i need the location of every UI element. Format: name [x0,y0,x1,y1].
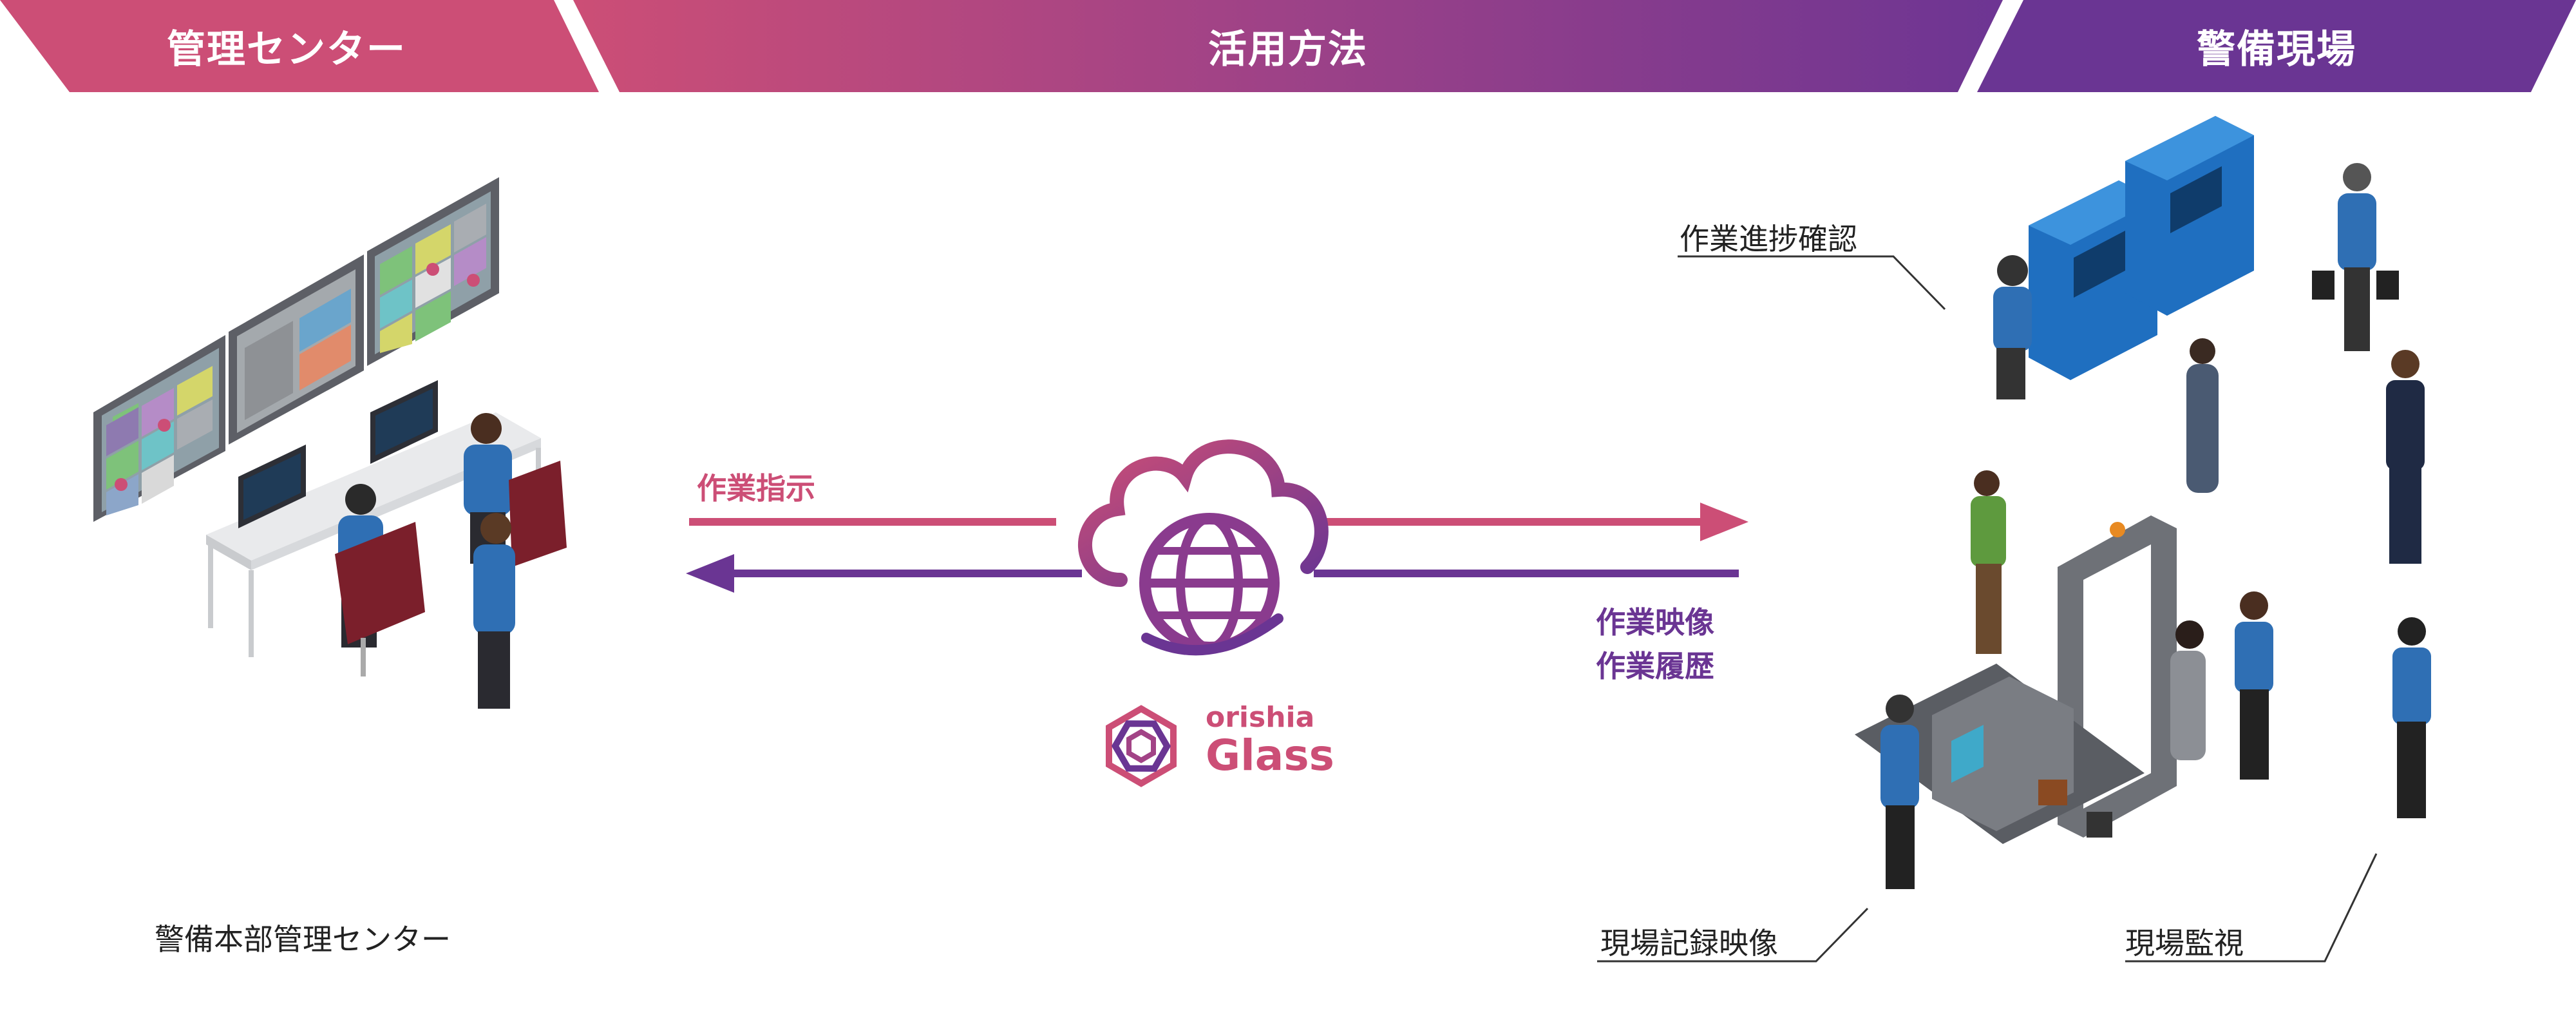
security-gate-illustration [1855,515,2431,889]
callout-leaders [1597,255,2378,963]
logo-line-orishia: orishia [1206,701,1315,734]
header-middle-title: 活用方法 [1208,27,1368,72]
monitor-wall-center [229,254,364,445]
label-work-instruction: 作業指示 [697,471,815,506]
header-band-control-center: 管理センター [0,0,599,92]
label-work-progress: 作業進捗確認 [1680,222,1857,256]
header-band-security-site: 警備現場 [1977,0,2576,92]
atm-maintenance-illustration [1993,116,2399,399]
chair-1 [335,522,425,676]
desk-monitors [238,380,438,528]
header-band-usage: 活用方法 [573,0,2003,92]
pedestrians [1971,338,2425,654]
label-work-history: 作業履歴 [1596,649,1714,684]
supervisor [473,513,515,709]
label-work-video: 作業映像 [1596,605,1714,640]
chair-2 [509,461,567,567]
instruction-arrow [689,503,1748,541]
cloud-globe-icon [1078,439,1329,656]
control-room-illustration [93,177,567,709]
orishia-logo-icon [1106,705,1177,787]
header-right-title: 警備現場 [2197,27,2356,72]
label-hq-control-center: 警備本部管理センター [155,922,451,957]
label-site-monitoring: 現場監視 [2125,926,2244,961]
label-site-recording: 現場記録映像 [1600,926,1778,961]
logo-wordmark: orishia Glass [1206,704,1334,777]
video-history-arrow [686,554,1739,593]
monitor-wall-right [115,177,499,491]
logo-line-glass: Glass [1206,731,1334,780]
header-left-title: 管理センター [167,27,406,72]
